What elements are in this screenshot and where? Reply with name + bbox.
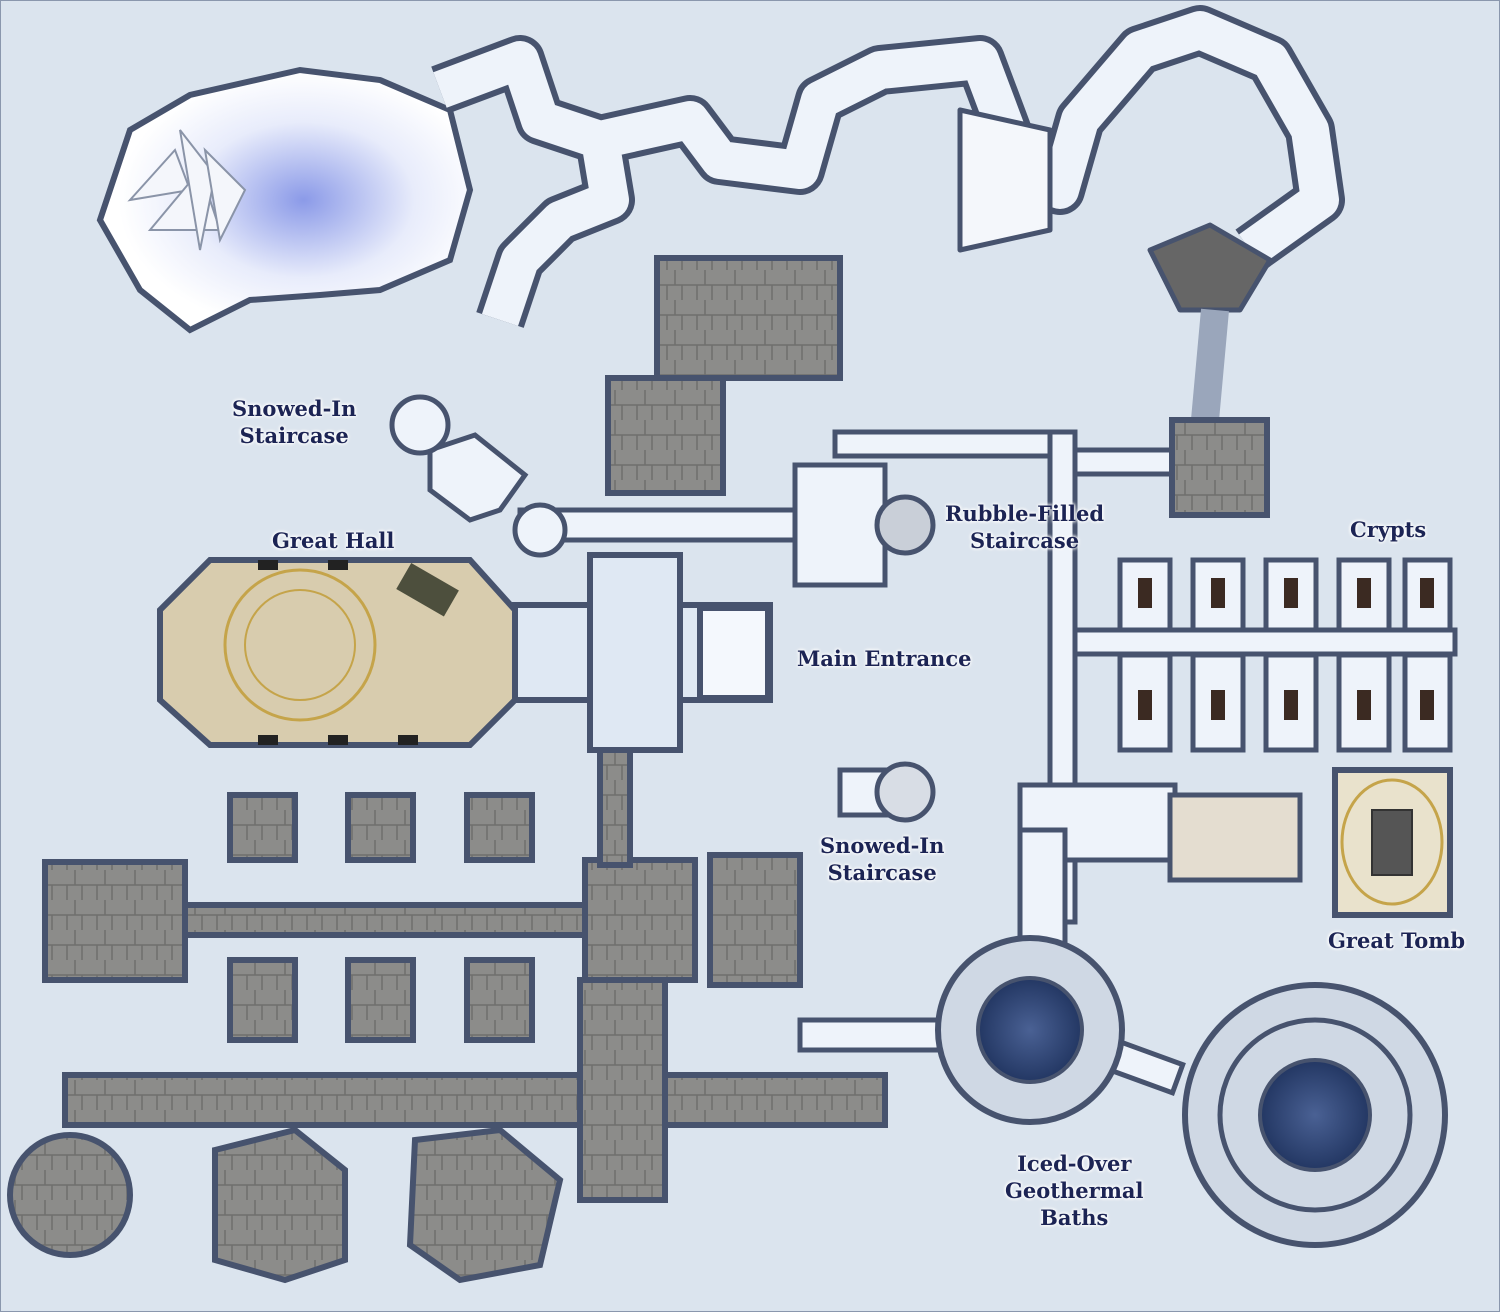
label-snowed-in-staircase-north: Snowed-In Staircase — [232, 395, 356, 449]
label-line: Rubble-Filled — [945, 501, 1105, 526]
crystal-cavern — [96, 66, 474, 334]
coffins — [1138, 578, 1434, 720]
label-great-tomb: Great Tomb — [1328, 928, 1466, 953]
label-line: Snowed-In — [232, 396, 357, 421]
label-line: Geothermal — [1005, 1178, 1144, 1203]
label-crypts: Crypts — [1350, 517, 1427, 542]
geothermal-baths — [935, 935, 1448, 1248]
label-line: Staircase — [969, 528, 1080, 553]
great-tomb — [1167, 767, 1453, 918]
label-line: Baths — [1040, 1205, 1109, 1230]
main-entrance — [512, 552, 773, 753]
corridors — [517, 429, 1458, 1096]
label-rubble-filled-staircase: Rubble-Filled Staircase — [945, 500, 1104, 554]
staircase-rooms — [389, 394, 936, 823]
label-main-entrance: Main Entrance — [797, 646, 972, 671]
great-hall — [157, 557, 518, 748]
label-snowed-in-staircase-south: Snowed-In Staircase — [820, 832, 944, 886]
label-line: Staircase — [239, 423, 349, 448]
label-iced-over-baths: Iced-Over Geothermal Baths — [1005, 1150, 1144, 1231]
label-line: Iced-Over — [1017, 1151, 1132, 1176]
label-line: Snowed-In — [820, 833, 945, 858]
stone-rooms — [7, 255, 1270, 1284]
winding-ice-tunnel — [431, 5, 1345, 422]
label-line: Staircase — [827, 860, 937, 885]
label-great-hall: Great Hall — [272, 528, 395, 553]
